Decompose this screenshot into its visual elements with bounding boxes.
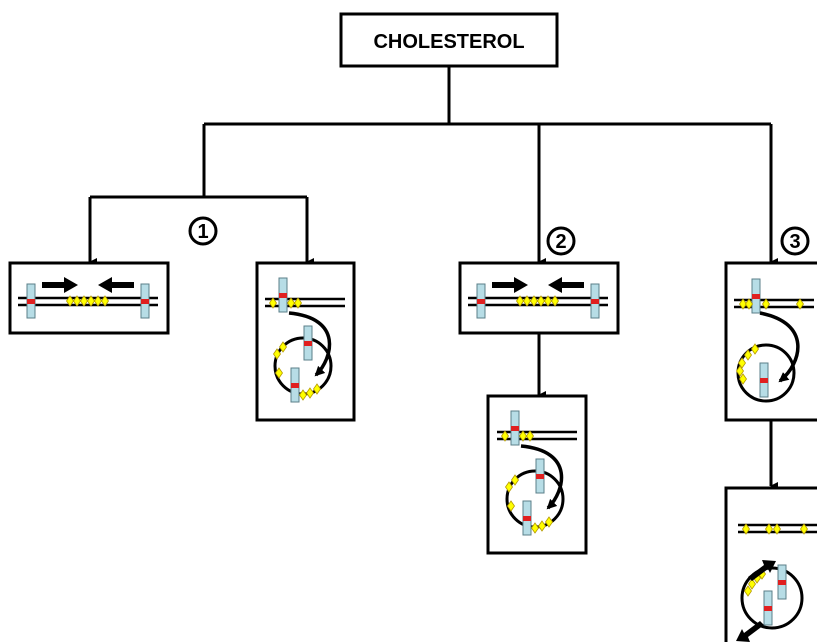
pathway-3-extrusion-panel [724, 486, 817, 642]
pathway-2-loop-panel [486, 394, 588, 555]
pathway-2-number: 2 [555, 231, 566, 253]
root-node: CHOLESTEROL [339, 12, 559, 68]
pathway-1-number: 1 [197, 221, 208, 243]
root-box [339, 12, 559, 68]
pathway-1-loop-panel [255, 261, 356, 422]
pathway-3-loop-panel [724, 261, 817, 422]
connector-lines [88, 66, 778, 490]
pathway-1-linear-panel [8, 261, 170, 335]
pathway-2-badge: 2 [546, 226, 576, 256]
root-label: CHOLESTEROL [373, 31, 524, 53]
pathway-1-badge: 1 [188, 216, 218, 246]
pathway-3-badge: 3 [780, 226, 810, 256]
pathway-3-number: 3 [789, 231, 800, 253]
pathway-2-linear-panel [458, 261, 620, 335]
